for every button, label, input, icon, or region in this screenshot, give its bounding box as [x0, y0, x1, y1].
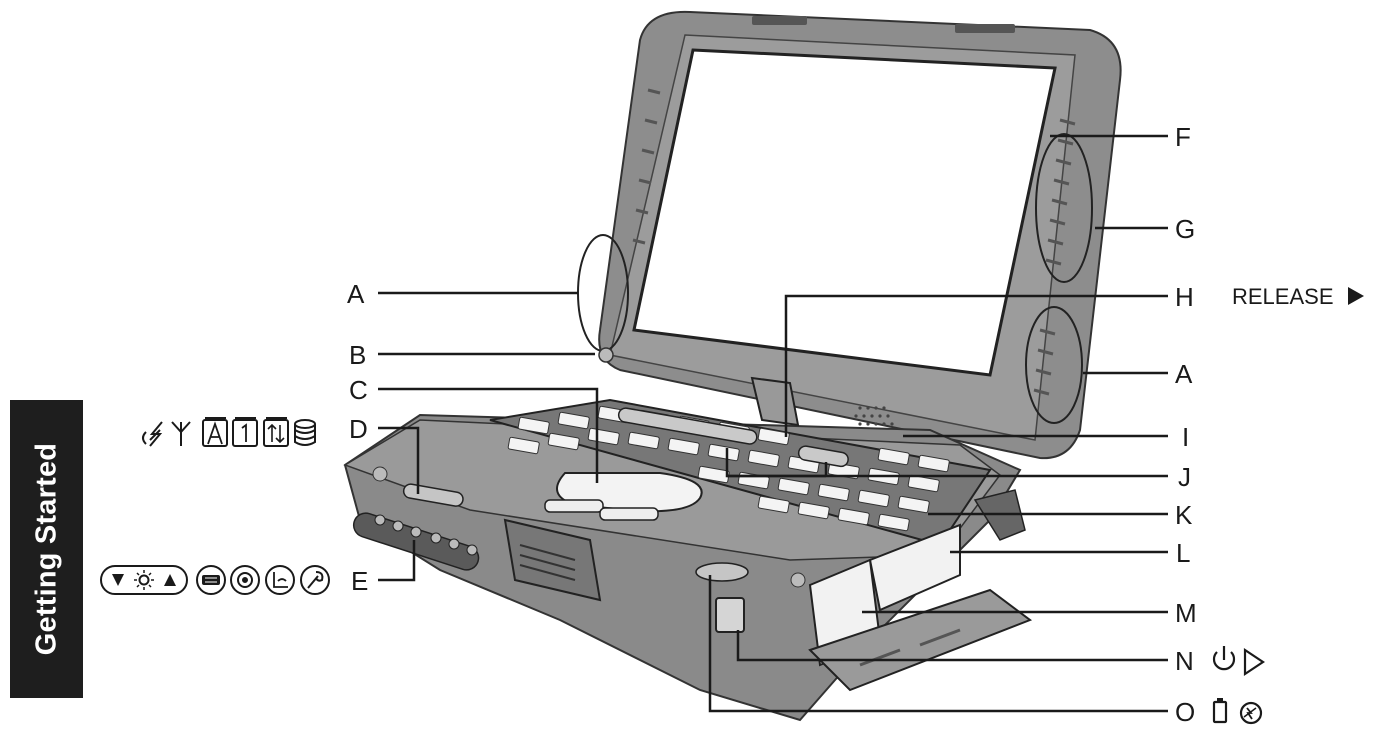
e-button-icons: [100, 565, 330, 595]
laptop-base: [343, 376, 1033, 722]
callout-c: C: [349, 375, 368, 405]
keyboard-button-icon: [196, 565, 226, 595]
n-icons: [1212, 646, 1265, 677]
play-triangle-icon: [1243, 647, 1265, 677]
power-plug-icon: [142, 421, 163, 447]
callout-l: L: [1176, 538, 1191, 568]
d-indicator-icons: [142, 417, 316, 447]
antenna-icon: [171, 421, 191, 446]
callout-i: I: [1182, 422, 1190, 452]
leader-lines: [378, 134, 1168, 713]
security-button-icon: [300, 565, 330, 595]
application-button-icon: [265, 565, 295, 595]
callout-n: N: [1175, 646, 1194, 676]
caps-lock-icon: [202, 417, 228, 447]
callout-d: D: [349, 414, 368, 444]
release-arrow-icon: [1348, 287, 1364, 305]
callout-a-left: A: [347, 279, 365, 309]
callout-b: B: [349, 340, 367, 370]
release-label: RELEASE: [1232, 284, 1334, 309]
battery-icon: [1212, 698, 1228, 724]
scroll-lock-icon: [263, 417, 289, 447]
section-tab: [10, 400, 83, 698]
callout-g: G: [1175, 214, 1196, 244]
callout-e: E: [351, 566, 369, 596]
callout-m: M: [1175, 598, 1197, 628]
brightness-control-icon: [100, 565, 188, 595]
disk-drive-icon: [294, 419, 316, 446]
num-lock-icon: [232, 417, 258, 447]
display-screen: [632, 48, 1057, 377]
callout-a-right: A: [1175, 359, 1193, 389]
o-icons: [1212, 698, 1263, 725]
rotation-button-icon: [230, 565, 260, 595]
display-lid: [577, 10, 1122, 460]
callout-j: J: [1178, 462, 1191, 492]
callout-f: F: [1175, 122, 1191, 152]
battery-status-icon: [1239, 701, 1263, 725]
callout-o: O: [1175, 697, 1196, 727]
callout-h: H: [1175, 282, 1194, 312]
callout-k: K: [1175, 500, 1193, 530]
power-icon: [1212, 646, 1236, 671]
